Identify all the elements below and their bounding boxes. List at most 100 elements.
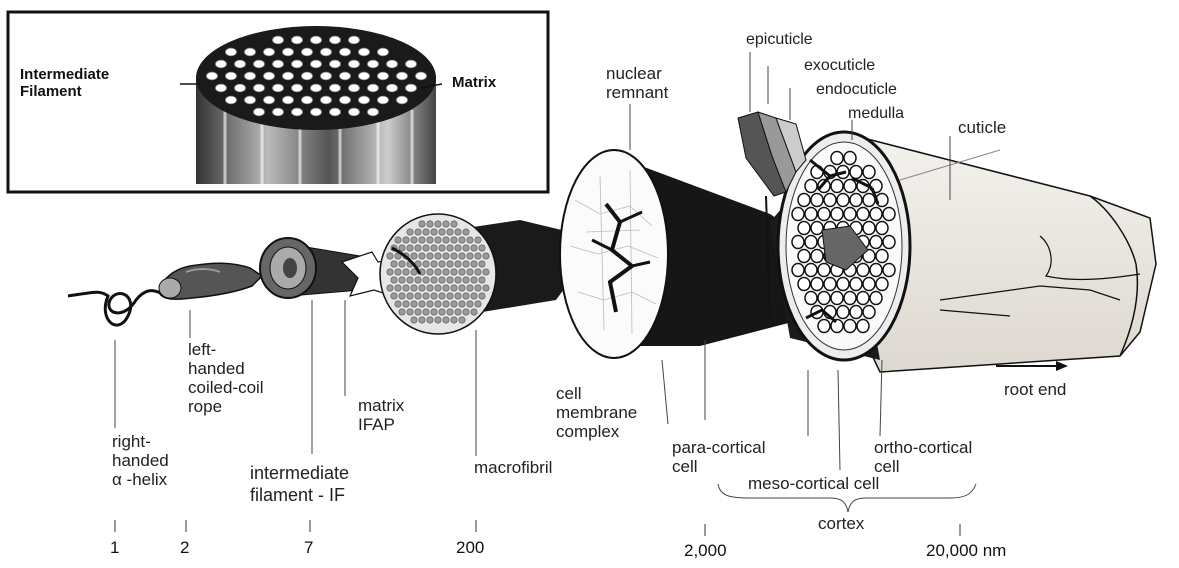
cortical-cell [857,264,869,277]
cortical-cell [805,208,817,221]
ortho-cortical-cell-label: ortho-cortical cell [874,438,972,476]
cell-membrane-complex-label: cell membrane complex [556,384,637,441]
microfibril-dot [475,285,481,291]
cortex-label: cortex [818,514,864,533]
meso-cortical-cell-label: meso-cortical cell [748,474,879,493]
microfibril-dot [415,245,421,251]
microfibril-dot [459,269,465,275]
filament-dot [207,72,218,80]
cortical-cell [811,194,823,207]
microfibril-dot [447,245,453,251]
filament-dot [302,48,313,56]
scale-label-200: 200 [456,538,484,558]
alpha-helix [68,291,162,325]
microfibril-dot [447,261,453,267]
microfibril-dot [435,237,441,243]
microfibril-dot [467,237,473,243]
microfibril-dot [411,317,417,323]
microfibril-dot [455,261,461,267]
microfibril-dot [431,261,437,267]
filament-dot [387,60,398,68]
cortical-cell [818,208,830,221]
filament-dot [359,48,370,56]
endocuticle-label: endocuticle [816,80,897,99]
filament-dot [292,84,303,92]
cortical-cell [844,292,856,305]
microfibril-dot [463,261,469,267]
microfibril-dot [455,245,461,251]
filament-dot [378,96,389,104]
cortical-cell [831,152,843,165]
exocuticle-label: exocuticle [804,56,875,75]
filament-dot [321,96,332,104]
filament-dot [340,72,351,80]
microfibril-dot [447,293,453,299]
filament-dot [292,60,303,68]
microfibril-dot [471,245,477,251]
filament-dot [416,72,427,80]
filament-dot [397,96,408,104]
microfibril-dot [443,317,449,323]
filament-dot [368,84,379,92]
cortical-cell [870,264,882,277]
root-end-label: root end [1004,380,1066,399]
microfibril-dot [403,285,409,291]
microfibril-dot [439,277,445,283]
microfibril-dot [471,293,477,299]
microfibril-dot [431,309,437,315]
microfibril-dot [415,229,421,235]
microfibril-dot [427,269,433,275]
microfibril-dot [475,269,481,275]
filament-dot [254,108,265,116]
microfibril-dot [447,309,453,315]
filament-dot [292,36,303,44]
macrofibril-section [380,214,578,334]
filament-dot [264,72,275,80]
microfibril-dot [459,237,465,243]
microfibril-dot [427,237,433,243]
microfibril-dot [479,277,485,283]
filament-dot [406,60,417,68]
filament-dot [321,72,332,80]
cortical-cell [876,222,888,235]
microfibril-dot [443,237,449,243]
filament-dot [283,72,294,80]
microfibril-dot [415,277,421,283]
cortical-cell [811,250,823,263]
microfibril-dot [391,277,397,283]
right-handed-helix-label: right- handed α -helix [112,432,169,489]
filament-dot [340,48,351,56]
microfibril-dot [435,253,441,259]
microfibril-dot [419,237,425,243]
filament-dot [349,36,360,44]
microfibril-dot [423,261,429,267]
matrix-ifap-label: matrix IFAP [358,396,404,434]
filament-dot [273,36,284,44]
filament-dot [311,36,322,44]
filament-dot [273,108,284,116]
microfibril-dot [467,253,473,259]
microfibril-dot [483,285,489,291]
cortical-cell [857,208,869,221]
left-handed-rope-label: left- handed coiled-coil rope [188,340,264,416]
filament-dot [254,84,265,92]
filament-dot [264,48,275,56]
microfibril-dot [395,269,401,275]
microfibril-dot [459,301,465,307]
filament-dot [387,84,398,92]
microfibril-dot [443,253,449,259]
microfibril-dot [431,245,437,251]
microfibril-dot [439,229,445,235]
microfibril-dot [451,301,457,307]
microfibril-dot [463,309,469,315]
microfibril-dot [439,261,445,267]
microfibril-dot [451,221,457,227]
microfibril-dot [419,221,425,227]
cortical-cell [883,264,895,277]
cortical-cell [844,208,856,221]
cortical-cell [870,236,882,249]
cortical-cell [850,306,862,319]
microfibril-dot [463,229,469,235]
scale-label-1: 1 [110,538,119,558]
microfibril-dot [435,285,441,291]
